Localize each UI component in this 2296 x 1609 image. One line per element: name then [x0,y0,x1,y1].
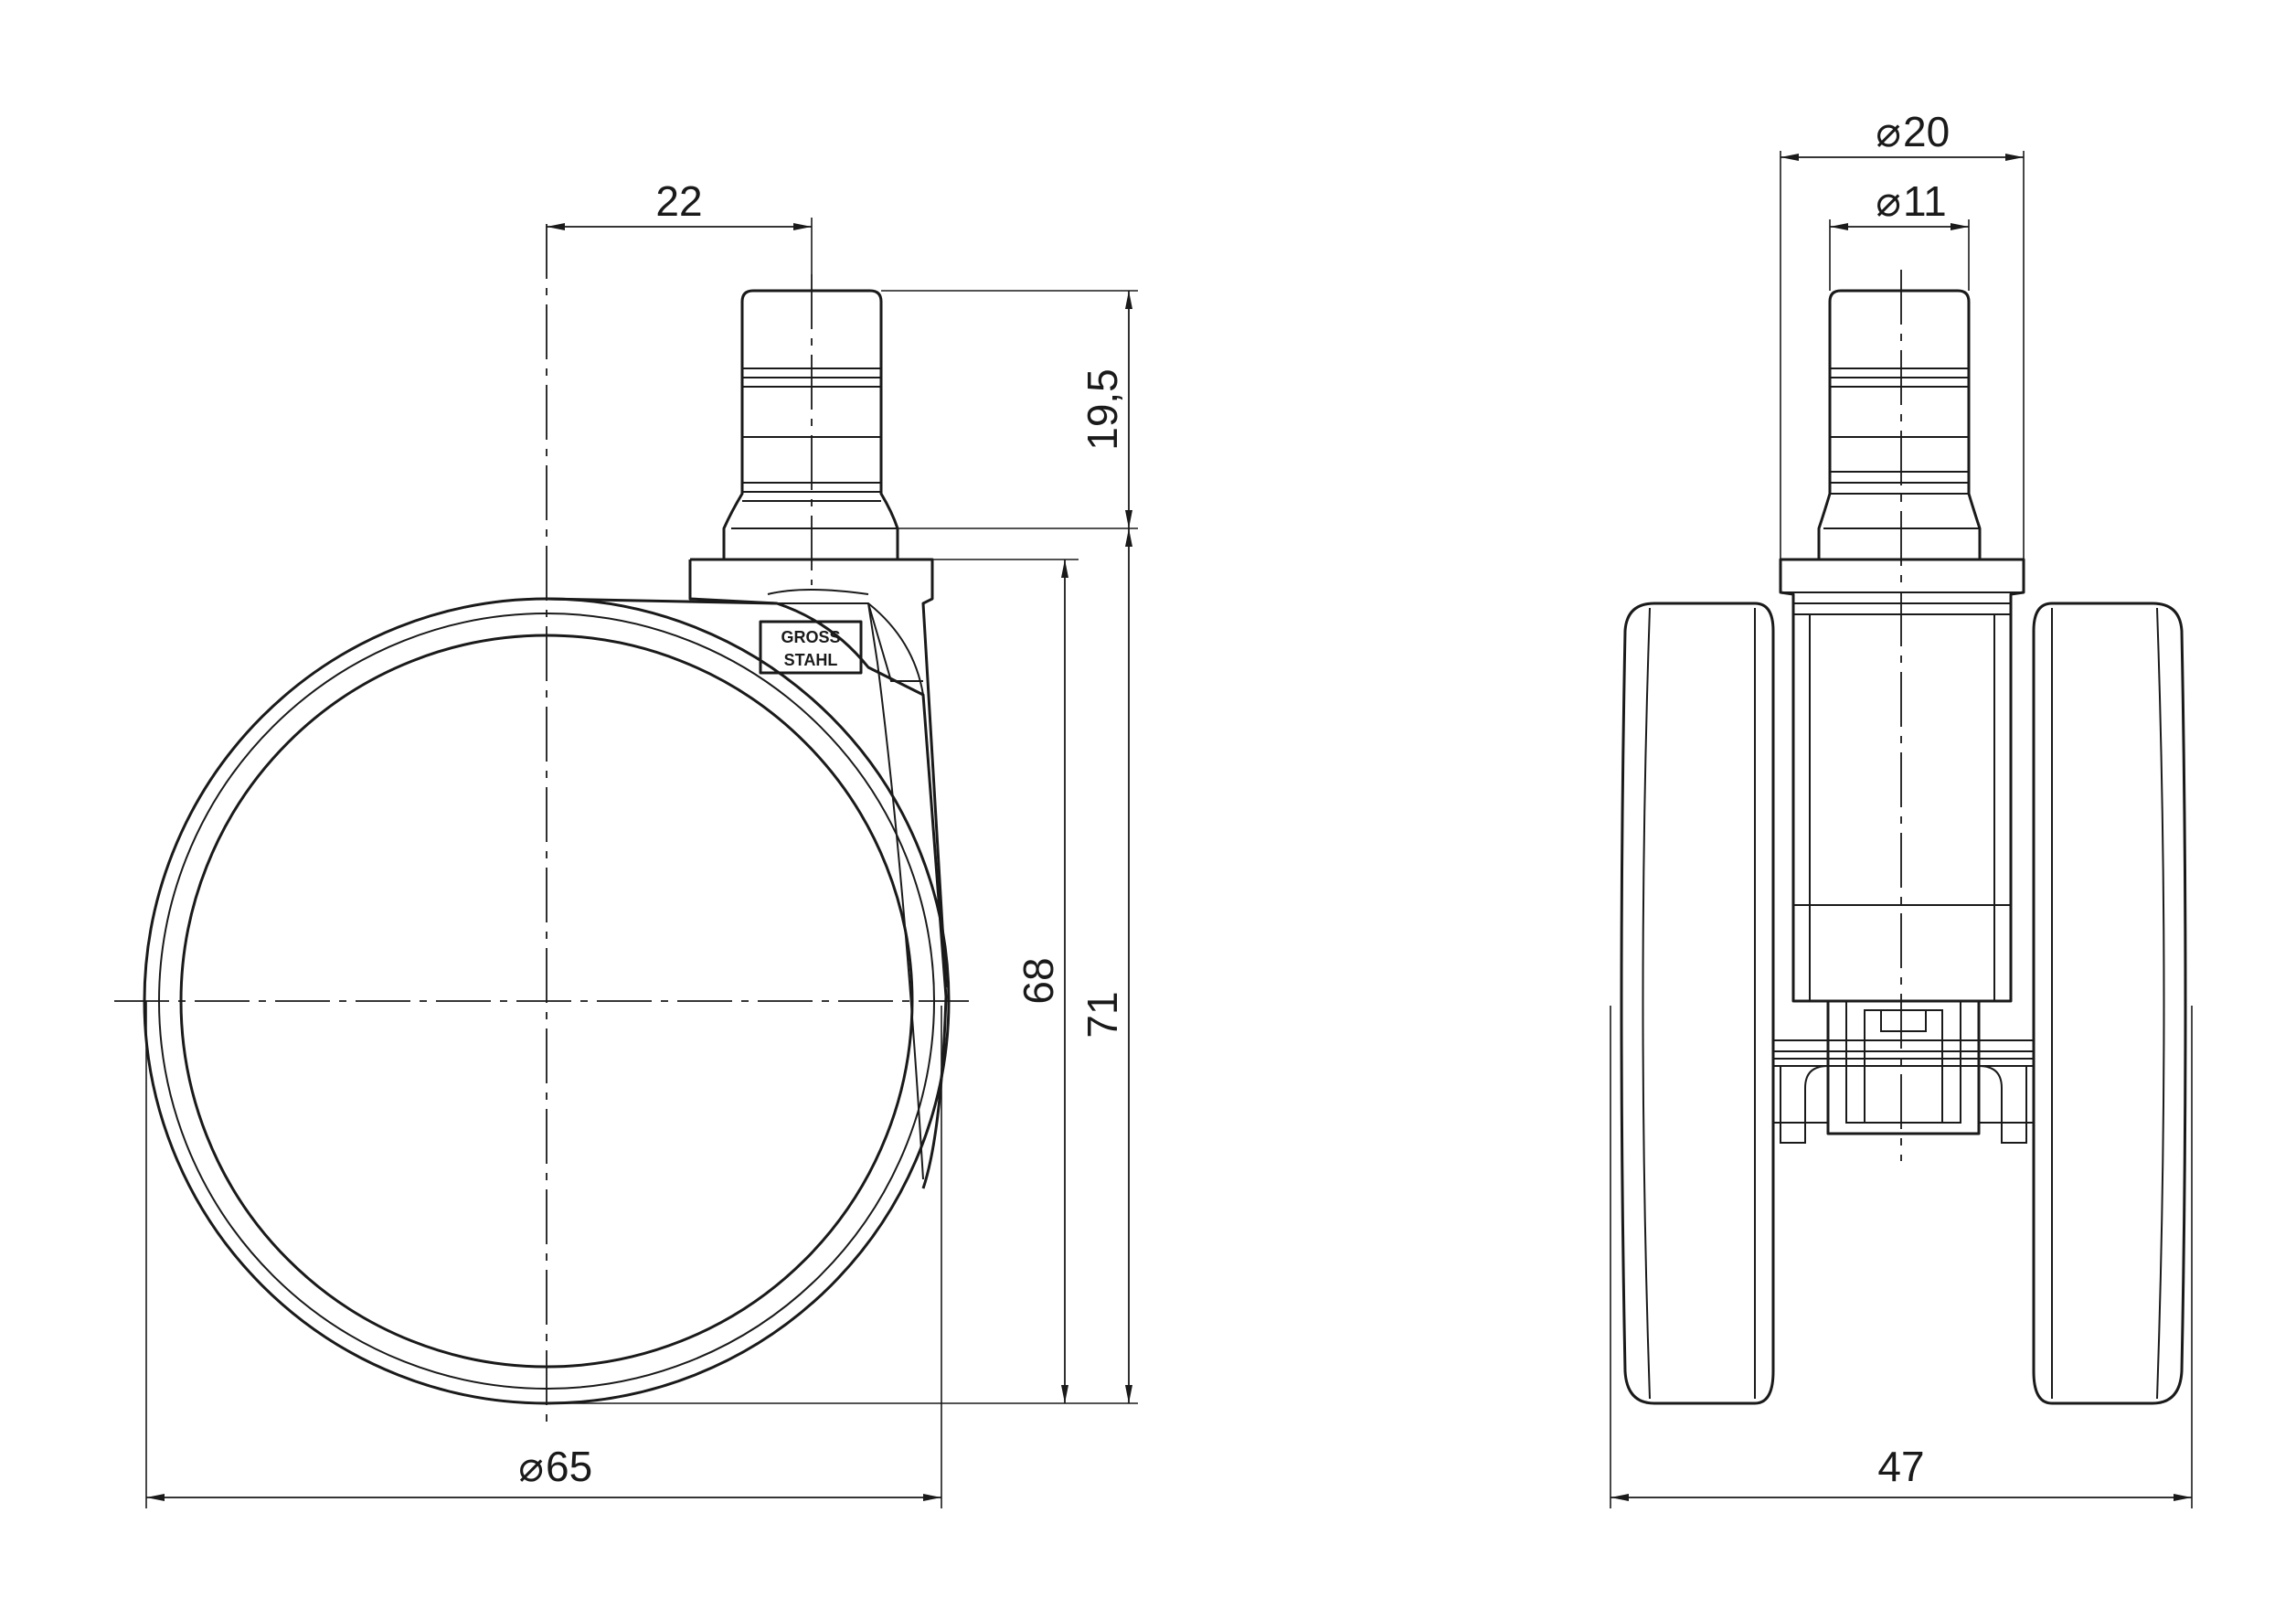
front-housing [1779,558,2025,1003]
dimension-stem-diameter: ⌀ 11 [1830,177,1969,230]
dim-text-stem-offset: 22 [655,177,702,225]
side-housing [546,558,948,1189]
logo-top-text: GROSS [781,628,840,646]
dimension-total-height: 71 [1079,528,1132,1403]
front-stem [1817,289,1982,561]
dimension-wheel-height: 68 [1015,559,1068,1403]
dimension-collar-diameter: ⌀ 20 [1780,108,2024,161]
diameter-symbol-65: ⌀ [518,1443,544,1490]
front-extension-lines [1610,151,2193,1508]
dim-text-stem-length: 19,5 [1079,368,1126,451]
dim-text-wheel-height: 68 [1015,957,1062,1004]
logo-bottom-text: STAHL [784,651,838,669]
front-right-wheel [2032,602,2187,1405]
dimension-stem-offset: 22 [547,177,812,230]
front-view: ⌀ 20 ⌀ 11 47 [1610,108,2193,1508]
side-stem [722,289,899,561]
dimension-wheel-diameter: ⌀ 65 [146,1443,941,1501]
diameter-symbol-11: ⌀ [1876,177,1901,225]
dim-text-collar-diameter: 20 [1903,108,1950,155]
side-extension-lines [145,218,1138,1508]
front-left-wheel [1620,602,1775,1405]
diameter-symbol-20: ⌀ [1876,108,1901,155]
dim-text-wheel-diameter: 65 [546,1443,592,1490]
dimension-stem-length: 19,5 [1079,291,1132,528]
dim-text-total-width: 47 [1877,1443,1924,1490]
dim-text-stem-diameter: 11 [1903,177,1947,225]
dim-text-total-height: 71 [1079,991,1126,1038]
dimension-total-width: 47 [1610,1443,2192,1501]
side-view: GROSS STAHL 22 19,5 6 [114,177,1138,1508]
brand-logo: GROSS STAHL [759,620,863,675]
front-axle [1772,1001,2035,1144]
